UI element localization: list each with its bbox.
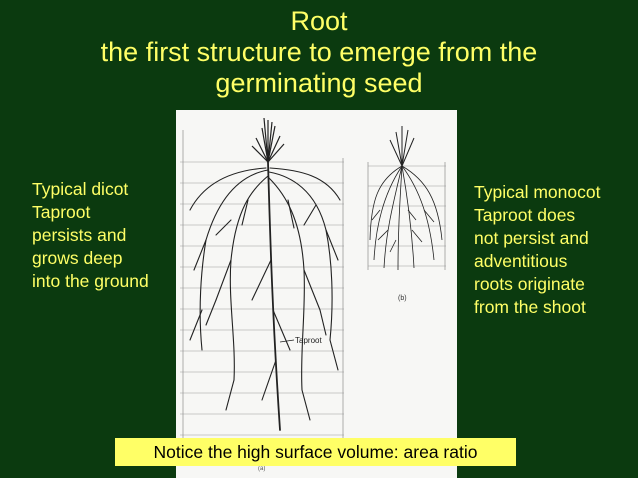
caption-line: roots originate [474,274,585,294]
surface-ratio-note: Notice the high surface volume: area rat… [115,438,516,466]
soil-depth-lines [180,161,446,436]
caption-line: grows deep [32,248,123,268]
caption-line: Taproot does [474,205,576,225]
caption-line: into the ground [32,271,149,291]
slide-title: Root the first structure to emerge from … [0,6,638,99]
title-line-2: the first structure to emerge from the [100,37,538,67]
root-system-figure: Taproot (b) (a) [176,110,457,478]
monocot-caption: Typical monocot Taproot does not persist… [474,181,600,319]
panel-a-label: (a) [258,466,265,472]
panel-b-label: (b) [398,295,407,302]
caption-line: from the shoot [474,297,586,317]
dicot-taproot-system [189,161,341,431]
monocot-fibrous-roots [369,165,443,271]
caption-line: Typical monocot [474,182,601,202]
caption-line: Typical dicot [32,179,129,199]
title-line-3: germinating seed [215,68,423,98]
caption-line: adventitious [474,251,568,271]
monocot-shoot [389,126,415,167]
taproot-label: Taproot [295,336,322,345]
caption-line: Taproot [32,202,91,222]
caption-line: persists and [32,225,127,245]
caption-line: not persist and [474,228,589,248]
dicot-shoot [251,117,285,163]
dicot-caption: Typical dicot Taproot persists and grows… [32,178,149,293]
title-line-1: Root [290,6,348,36]
root-illustration: Taproot (b) (a) [180,117,446,472]
